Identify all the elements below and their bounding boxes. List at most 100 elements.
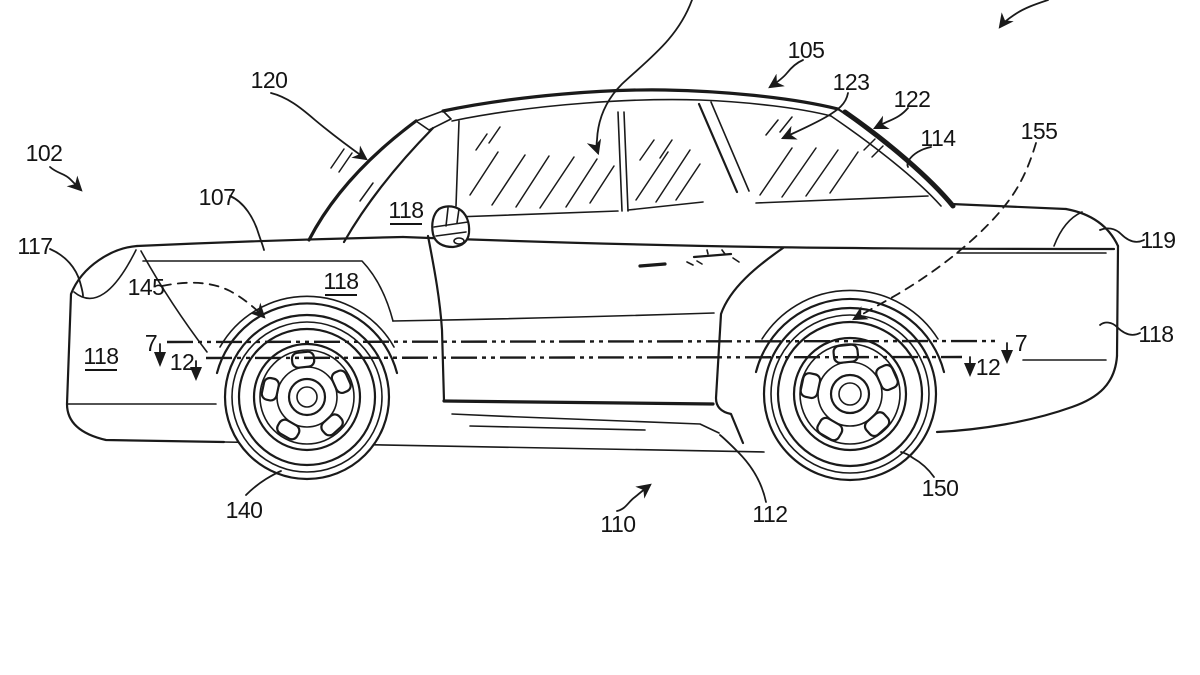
section-arrow-7-right (1001, 342, 1013, 364)
front-door-front-edge (426, 234, 446, 403)
rocker-crease-2 (469, 425, 646, 431)
ref-numeral-110: 110 (600, 511, 635, 537)
front-wheel-spokes (260, 350, 352, 441)
quarter-window-sill (755, 195, 929, 204)
front-tire-outer (223, 313, 391, 481)
ref-numeral-105: 105 (788, 37, 825, 63)
b-pillar-front (617, 111, 623, 212)
leader-155-dashed (852, 142, 1037, 321)
leader-112 (719, 434, 767, 503)
front-window-sill (454, 210, 619, 218)
leader-110 (616, 483, 652, 512)
leader-122 (872, 107, 909, 130)
rear-door-cut-line (714, 246, 785, 445)
rocker-crease-1 (451, 413, 720, 434)
hood-line (135, 235, 405, 248)
side-mirror (431, 205, 471, 249)
leader-102 (49, 166, 83, 192)
leader-120 (270, 92, 368, 161)
leader-117 (49, 248, 84, 297)
rear-window-sill (627, 201, 704, 211)
front-door-window-hatching (469, 126, 615, 209)
rear-rim-outer (792, 336, 908, 452)
c-pillar-band (842, 109, 956, 209)
leader-145-dashed (161, 281, 266, 319)
car-body (65, 88, 1120, 453)
beltline (401, 235, 1116, 251)
section-arrow-12-left (190, 360, 202, 381)
ref-numeral-112: 112 (752, 501, 787, 527)
ref-numeral-12-left: 12 (170, 349, 195, 375)
windshield-glass-marks (330, 148, 382, 206)
front-hub (287, 377, 327, 417)
leader-107 (229, 195, 265, 251)
rear-pillar-rear-line (710, 101, 750, 192)
leader-119 (1099, 227, 1145, 243)
rear-door-window-hatching (635, 139, 701, 203)
reference-numerals: 102 120 105 123 122 114 155 119 117 107 … (17, 37, 1176, 537)
ref-numeral-118-fender: 118 (323, 268, 358, 294)
leader-105 (768, 59, 804, 89)
backlight-glass-marks (863, 138, 884, 158)
ref-numeral-119: 119 (1140, 227, 1175, 253)
leader-123 (780, 92, 849, 140)
front-window-front-edge (455, 120, 460, 207)
ref-numeral-102: 102 (26, 140, 63, 166)
body-side-crease (392, 312, 715, 322)
rear-pillar-front-line (697, 102, 739, 194)
leader-lines (49, 0, 1145, 512)
ref-numeral-123: 123 (833, 69, 870, 95)
windshield-outer-edge (307, 119, 418, 242)
section-lines (154, 339, 1013, 381)
ref-numeral-140: 140 (226, 497, 263, 523)
section-line-7-7 (166, 339, 1001, 344)
rear-wheel-arch (754, 297, 946, 374)
leader-150 (900, 451, 935, 478)
trunk-corner-inner (1053, 211, 1083, 247)
rear-bumper-outline (935, 354, 1119, 434)
ref-numeral-7-right: 7 (1015, 330, 1027, 356)
rear-wheel-arch-lip (761, 289, 939, 340)
ref-numeral-145: 145 (128, 274, 165, 300)
a-pillar-cap (415, 110, 452, 131)
roof-inner-line (451, 98, 832, 122)
leader-from-above (586, 0, 693, 156)
ref-numeral-7-left: 7 (145, 330, 157, 356)
front-fascia-outline (65, 244, 226, 444)
section-line-12-12 (205, 355, 963, 360)
rear-wheel (762, 306, 938, 482)
leader-114 (906, 146, 932, 168)
ref-numeral-12-right: 12 (976, 354, 1001, 380)
rear-door-handle (686, 249, 740, 266)
trunk-corner (1064, 207, 1120, 248)
ref-numeral-122: 122 (894, 86, 931, 112)
rear-hub (829, 373, 871, 415)
section-arrow-7-left (154, 343, 166, 367)
door-bottom-line (442, 399, 715, 406)
ref-numeral-120: 120 (251, 67, 288, 93)
ref-numeral-118-bumper: 118 (83, 343, 118, 369)
rear-wheel-spokes (799, 343, 899, 442)
ref-numeral-155: 155 (1021, 118, 1058, 144)
mirror-body (431, 205, 471, 249)
deck-line (949, 202, 1068, 211)
front-rim-outer (252, 342, 362, 452)
front-wheel (223, 313, 391, 481)
ref-numeral-107: 107 (199, 184, 236, 210)
ref-numeral-118-rear: 118 (1138, 321, 1173, 347)
headlamp-outline (73, 249, 137, 300)
rear-face (1115, 244, 1120, 358)
leader-140 (245, 470, 282, 496)
rear-tire-outer (762, 306, 938, 482)
windshield-inner-edge (342, 126, 435, 244)
section-arrow-12-right (964, 356, 976, 377)
ref-numeral-117: 117 (17, 233, 52, 259)
roof-outer-line (441, 88, 840, 113)
b-pillar-rear (623, 111, 629, 212)
ref-numeral-150: 150 (922, 475, 959, 501)
quarter-window-rear-edge (830, 115, 942, 207)
fender-top-line (142, 260, 394, 322)
quarter-window-hatching (759, 116, 859, 198)
